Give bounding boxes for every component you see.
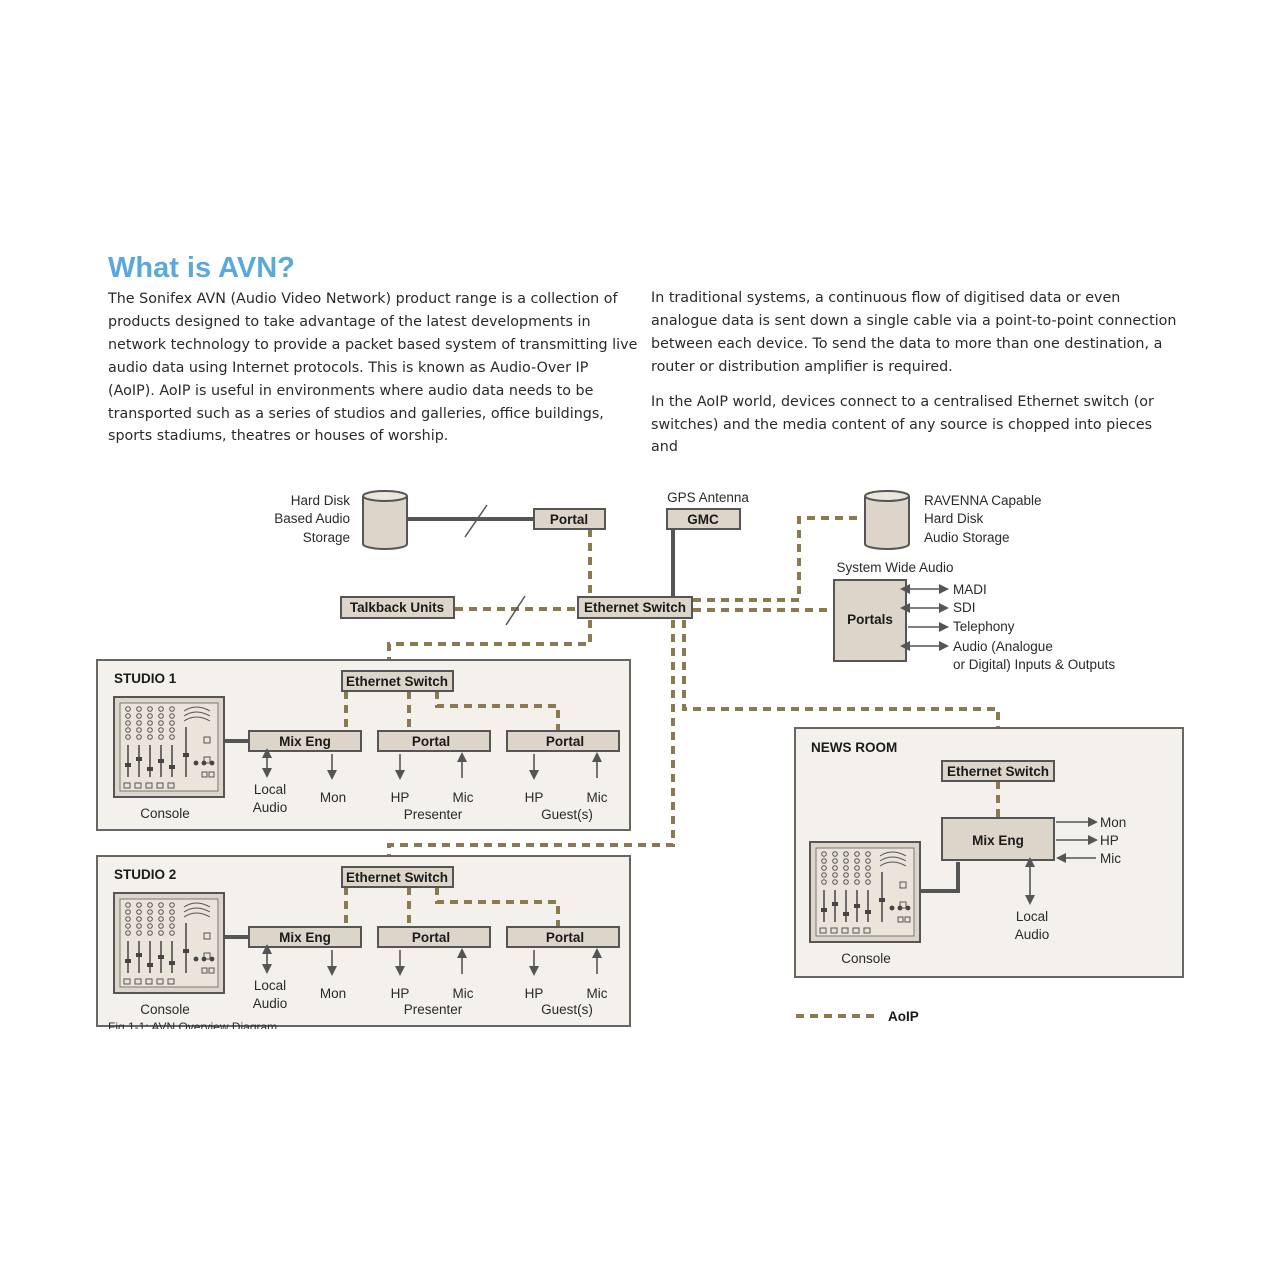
news-room-mix-eng-label: Mix Eng bbox=[972, 833, 1024, 848]
studio-2-mix-eng-label: Mix Eng bbox=[279, 930, 331, 945]
studio-1-mic-a-label: Mic bbox=[453, 790, 474, 805]
figure-caption: Fig 1-1: AVN Overview Diagram bbox=[108, 1020, 277, 1034]
studio-1-hp-b-label: HP bbox=[525, 790, 544, 805]
output-madi: MADI bbox=[953, 582, 987, 597]
news-room-panel: NEWS ROOM Ethernet Switch Mix Eng Mon HP… bbox=[794, 727, 1184, 978]
studio-1-switch-label: Ethernet Switch bbox=[346, 674, 448, 689]
studio-1-mix-eng-label: Mix Eng bbox=[279, 734, 331, 749]
talkback-units-box: Talkback Units bbox=[340, 596, 455, 619]
studio-1-switch-box bbox=[341, 670, 454, 692]
gps-antenna-label: GPS Antenna bbox=[667, 490, 749, 505]
output-telephony: Telephony bbox=[953, 619, 1015, 634]
studio-1-mon-label: Mon bbox=[320, 790, 346, 805]
hard-disk-storage-group: Hard Disk Based Audio Storage bbox=[274, 490, 408, 550]
ravenna-label-line3: Audio Storage bbox=[924, 530, 1010, 545]
studio-2-mic-b-label: Mic bbox=[587, 986, 608, 1001]
studio-1-local-audio-line2: Audio bbox=[253, 800, 288, 815]
news-room-local-audio-line1: Local bbox=[1016, 909, 1048, 924]
gmc-box: GMC bbox=[666, 508, 741, 530]
aoip-switch-to-newsroom bbox=[682, 620, 1000, 760]
studio-1-local-audio-line1: Local bbox=[254, 782, 286, 797]
studio-2-presenter-label: Presenter bbox=[404, 1002, 463, 1017]
studio-2-guests-label: Guest(s) bbox=[541, 1002, 593, 1017]
studio-1-guests-label: Guest(s) bbox=[541, 807, 593, 822]
studio-2-portal-a-label: Portal bbox=[412, 930, 450, 945]
studio-2-switch-label: Ethernet Switch bbox=[346, 870, 448, 885]
studio-1-console-label: Console bbox=[140, 806, 190, 821]
ravenna-label-line1: RAVENNA Capable bbox=[924, 493, 1042, 508]
svg-text:Portal: Portal bbox=[550, 512, 588, 527]
aoip-world-paragraph: In the AoIP world, devices connect to a … bbox=[651, 393, 1154, 456]
portals-box bbox=[833, 579, 907, 662]
studio-2-console-icon bbox=[113, 892, 225, 994]
studio-2-hp-b-label: HP bbox=[525, 986, 544, 1001]
output-audio-line1: Audio (Analogue bbox=[953, 639, 1053, 654]
ravenna-disk-icon bbox=[864, 490, 910, 550]
hard-disk-icon bbox=[362, 490, 408, 550]
studio-1-hp-a-label: HP bbox=[391, 790, 410, 805]
studio-2-mix-eng-box bbox=[248, 926, 362, 948]
studio-2-local-audio-line1: Local bbox=[254, 978, 286, 993]
studio-2-console-label: Console bbox=[140, 1002, 190, 1017]
news-room-console-label: Console bbox=[841, 951, 891, 966]
right-column: In traditional systems, a continuous flo… bbox=[651, 287, 1181, 471]
output-sdi: SDI bbox=[953, 600, 976, 615]
news-room-console-icon bbox=[809, 841, 921, 943]
portal-top-box: Portal bbox=[533, 508, 606, 530]
svg-text:Ethernet Switch: Ethernet Switch bbox=[584, 600, 686, 615]
caption-clipped: Fig 1-1: AVN Overview Diagram bbox=[108, 1020, 277, 1034]
connection-lines bbox=[387, 504, 1000, 865]
studio-2-local-audio-line2: Audio bbox=[253, 996, 288, 1011]
portals-label: Portals bbox=[847, 612, 893, 627]
studio-1-title: STUDIO 1 bbox=[114, 671, 177, 686]
news-room-switch-label: Ethernet Switch bbox=[947, 764, 1049, 779]
aoip-switch-to-ravenna bbox=[693, 516, 863, 602]
news-room-mic-label: Mic bbox=[1100, 851, 1121, 866]
studio-1-portal-b-box bbox=[506, 730, 620, 752]
news-room-local-audio-line2: Audio bbox=[1015, 927, 1050, 942]
legend-aoip-label: AoIP bbox=[888, 1009, 919, 1024]
studio-2-title: STUDIO 2 bbox=[114, 867, 176, 882]
studio-2-hp-a-label: HP bbox=[391, 986, 410, 1001]
intro-paragraph: The Sonifex AVN (Audio Video Network) pr… bbox=[108, 291, 638, 445]
portals-group: System Wide Audio Portals MADI SDI Telep… bbox=[833, 560, 1115, 672]
studio-2-portal-b-label: Portal bbox=[546, 930, 584, 945]
studio-1-portal-b-label: Portal bbox=[546, 734, 584, 749]
news-room-title: NEWS ROOM bbox=[811, 740, 897, 755]
hard-disk-label-line2: Based Audio bbox=[274, 511, 350, 526]
news-room-switch-box bbox=[941, 760, 1055, 782]
studio-2-portal-b-box bbox=[506, 926, 620, 948]
studio-2-switch-box bbox=[341, 866, 454, 888]
news-room-mix-eng-box bbox=[941, 817, 1055, 861]
studio-1-mic-b-label: Mic bbox=[587, 790, 608, 805]
studio-1-portal-a-box bbox=[377, 730, 491, 752]
output-audio-line2: or Digital) Inputs & Outputs bbox=[953, 657, 1115, 672]
studio-1-panel: STUDIO 1 Ethernet Switch Mix Eng Portal … bbox=[96, 659, 631, 831]
studio-1-mix-eng-box bbox=[248, 730, 362, 752]
hard-disk-label-line1: Hard Disk bbox=[291, 493, 351, 508]
news-room-mon-label: Mon bbox=[1100, 815, 1126, 830]
studio-1-portal-a-label: Portal bbox=[412, 734, 450, 749]
studio-2-mon-label: Mon bbox=[320, 986, 346, 1001]
studio-2-mic-a-label: Mic bbox=[453, 986, 474, 1001]
svg-text:GMC: GMC bbox=[687, 512, 719, 527]
system-wide-audio-label: System Wide Audio bbox=[836, 560, 953, 575]
cable-break-mark bbox=[464, 504, 488, 538]
ravenna-storage-group: RAVENNA Capable Hard Disk Audio Storage bbox=[864, 490, 1042, 550]
studio-1-presenter-label: Presenter bbox=[404, 807, 463, 822]
hard-disk-label-line3: Storage bbox=[303, 530, 350, 545]
main-ethernet-switch-box: Ethernet Switch bbox=[577, 596, 693, 619]
svg-text:Talkback Units: Talkback Units bbox=[350, 600, 444, 615]
studio-2-panel: STUDIO 2 Ethernet Switch Mix Eng Portal … bbox=[96, 855, 631, 1027]
legend: AoIP bbox=[796, 1009, 919, 1024]
news-room-hp-label: HP bbox=[1100, 833, 1119, 848]
studio-1-console-icon bbox=[113, 696, 225, 798]
talkback-break-mark bbox=[505, 595, 526, 626]
studio-2-portal-a-box bbox=[377, 926, 491, 948]
ravenna-label-line2: Hard Disk bbox=[924, 511, 984, 526]
traditional-systems-paragraph: In traditional systems, a continuous flo… bbox=[651, 290, 1177, 375]
page-title: What is AVN? bbox=[108, 252, 295, 284]
